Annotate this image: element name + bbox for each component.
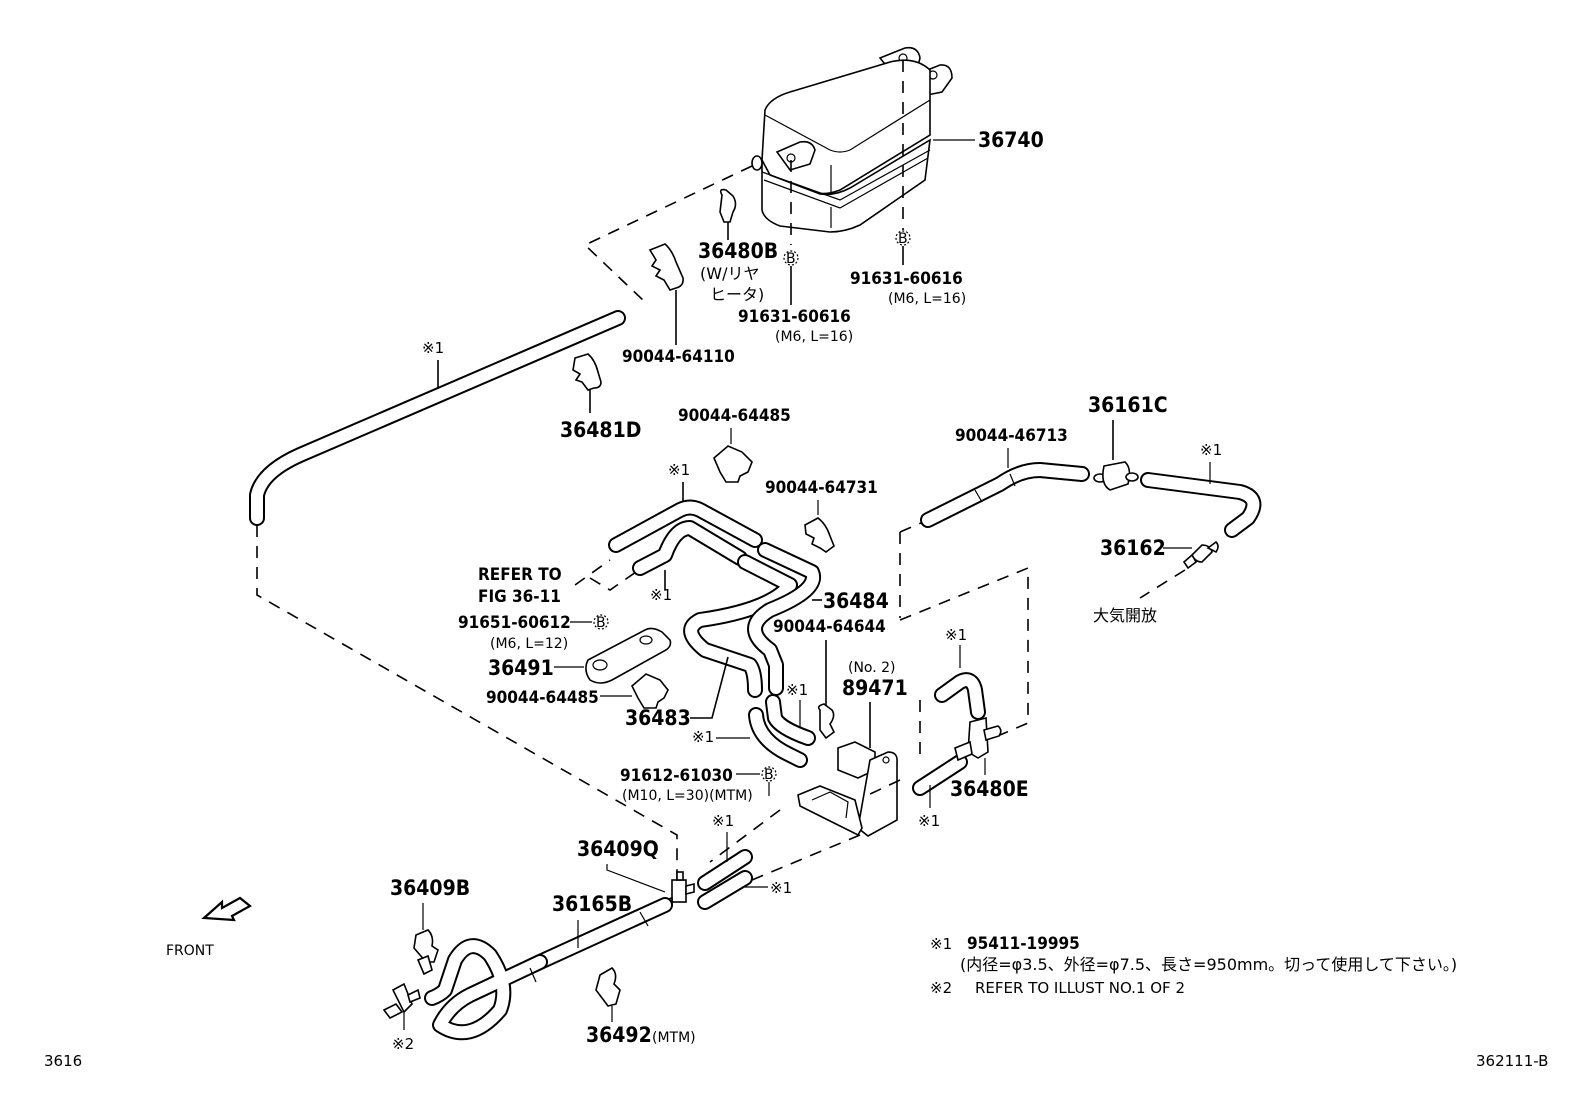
connector-36480E[interactable]: [954, 716, 1002, 762]
bolt-mark-91651: B: [593, 614, 609, 631]
clamp-36409B[interactable]: [413, 929, 439, 976]
label-36492-note: (MTM): [652, 1030, 696, 1046]
hose-36484[interactable]: [747, 542, 822, 696]
label-bolt-91651: 91651-60612: [458, 613, 571, 633]
label-36740: 36740: [978, 128, 1044, 152]
mark1-vsv-right: ※1: [918, 812, 940, 830]
label-36491: 36491: [488, 656, 554, 680]
canister-36740[interactable]: [751, 46, 953, 233]
hose-vsv-right[interactable]: [912, 754, 968, 796]
label-36492: 36492: [586, 1023, 652, 1047]
clamp-90044-64731[interactable]: [804, 517, 835, 553]
bolt-mark-left: B: [783, 250, 799, 267]
hose-upper-pair[interactable]: [608, 499, 763, 576]
hose-right-loop[interactable]: [1140, 472, 1262, 538]
label-36480E: 36480E: [950, 777, 1029, 801]
label-refer-fig: FIG 36-11: [478, 587, 561, 607]
mark1-upper-hose-b: ※1: [650, 586, 672, 604]
hose-36409Q-upper[interactable]: [697, 849, 753, 891]
label-36161C: 36161C: [1088, 393, 1168, 417]
clamp-90044-64485-top[interactable]: [713, 445, 753, 483]
mark1-36409Q-upper: ※1: [712, 812, 734, 830]
clamp-36492[interactable]: [595, 966, 621, 1007]
label-36483: 36483: [625, 706, 691, 730]
mark1-36480E-top: ※1: [945, 626, 967, 644]
label-90044-64485-bottom: 90044-64485: [486, 688, 599, 708]
label-36480B-note1: (W/リヤ: [700, 264, 759, 283]
bracket-36491[interactable]: [585, 627, 672, 684]
svg-text:B: B: [764, 767, 774, 783]
label-90044-64110: 90044-64110: [622, 347, 735, 367]
mark1-36409Q-lower: ※1: [770, 879, 792, 897]
svg-text:B: B: [596, 615, 606, 631]
page-code: 3616: [44, 1052, 82, 1070]
label-refer-to: REFER TO: [478, 565, 562, 585]
vsv-89471[interactable]: [797, 741, 898, 837]
notes-block: ※1 95411-19995 (内径=φ3.5、外径=φ7.5、長さ=950mm…: [930, 934, 1457, 997]
svg-text:B: B: [786, 251, 796, 267]
mark1-long-hose: ※1: [422, 339, 444, 357]
label-89471: 89471: [842, 676, 908, 700]
label-89471-no: (No. 2): [848, 660, 896, 676]
bolt-mark-right: B: [895, 230, 911, 247]
label-36481D: 36481D: [560, 418, 641, 442]
hose-36483[interactable]: [683, 554, 798, 698]
label-36480B: 36480B: [698, 239, 778, 263]
clamp-36481D[interactable]: [572, 353, 602, 391]
label-36165B: 36165B: [552, 892, 632, 916]
note1-detail: (内径=φ3.5、外径=φ7.5、長さ=950mm。切って使用して下さい。): [960, 955, 1457, 974]
hose-long-left[interactable]: [249, 310, 626, 526]
label-bolt-91631-left: 91631-60616: [738, 307, 851, 327]
note1-part: 95411-19995: [967, 934, 1080, 954]
bolt-mark-91612: B: [761, 766, 777, 783]
label-bolt-91651-spec: (M6, L=12): [490, 636, 568, 652]
hose-small-a[interactable]: [748, 707, 808, 768]
label-bolt-91612-spec: (M10, L=30)(MTM): [622, 788, 753, 804]
connector-mark2[interactable]: [382, 982, 421, 1020]
note2-mark: ※2: [930, 979, 952, 997]
label-bolt-91612: 91612-61030: [620, 766, 733, 786]
mark1-right-loop: ※1: [1200, 441, 1222, 459]
label-36409B: 36409B: [390, 876, 470, 900]
hose-36480E-top[interactable]: [934, 672, 986, 720]
label-36480B-note2: ヒータ): [710, 285, 764, 304]
label-bolt-91631-right-spec: (M6, L=16): [888, 291, 966, 307]
label-90044-46713: 90044-46713: [955, 426, 1068, 446]
filter-36162[interactable]: [1182, 540, 1219, 570]
valve-36161C[interactable]: [1093, 461, 1139, 491]
hose-90044-46713[interactable]: [920, 462, 1090, 528]
mark2-connector: ※2: [392, 1035, 414, 1053]
hose-small-b[interactable]: [765, 694, 816, 746]
label-90044-64644: 90044-64644: [773, 617, 886, 637]
label-36162: 36162: [1100, 536, 1166, 560]
dashed-canister-hose: [583, 165, 753, 303]
clip-36480B[interactable]: [719, 188, 737, 223]
label-90044-64731: 90044-64731: [765, 478, 878, 498]
clamp-90044-64110[interactable]: [648, 243, 684, 291]
label-90044-64485-top: 90044-64485: [678, 406, 791, 426]
label-bolt-91631-left-spec: (M6, L=16): [775, 329, 853, 345]
clip-90044-64644[interactable]: [817, 703, 836, 740]
note1-mark: ※1: [930, 935, 952, 953]
mark1-small-hose-a: ※1: [692, 728, 714, 746]
hose-36165B[interactable]: [424, 897, 673, 1041]
mark1-small-hose-b: ※1: [786, 681, 808, 699]
label-atmosphere: 大気開放: [1093, 606, 1157, 625]
note2-text: REFER TO ILLUST NO.1 OF 2: [975, 979, 1185, 997]
dashed-long-hose-to-36409Q: [256, 525, 678, 880]
mark1-upper-hose: ※1: [668, 461, 690, 479]
label-36409Q: 36409Q: [577, 837, 659, 861]
front-arrow-icon: [201, 896, 252, 922]
figure-id: 362111-B: [1476, 1052, 1548, 1070]
label-bolt-91631-right: 91631-60616: [850, 269, 963, 289]
hose-36409Q-lower[interactable]: [697, 870, 753, 910]
dashed-box-right: [899, 566, 1029, 736]
svg-text:B: B: [898, 231, 908, 247]
label-36484: 36484: [823, 589, 889, 613]
label-front: FRONT: [166, 943, 214, 959]
clamp-90044-64485-bottom[interactable]: [631, 673, 669, 709]
